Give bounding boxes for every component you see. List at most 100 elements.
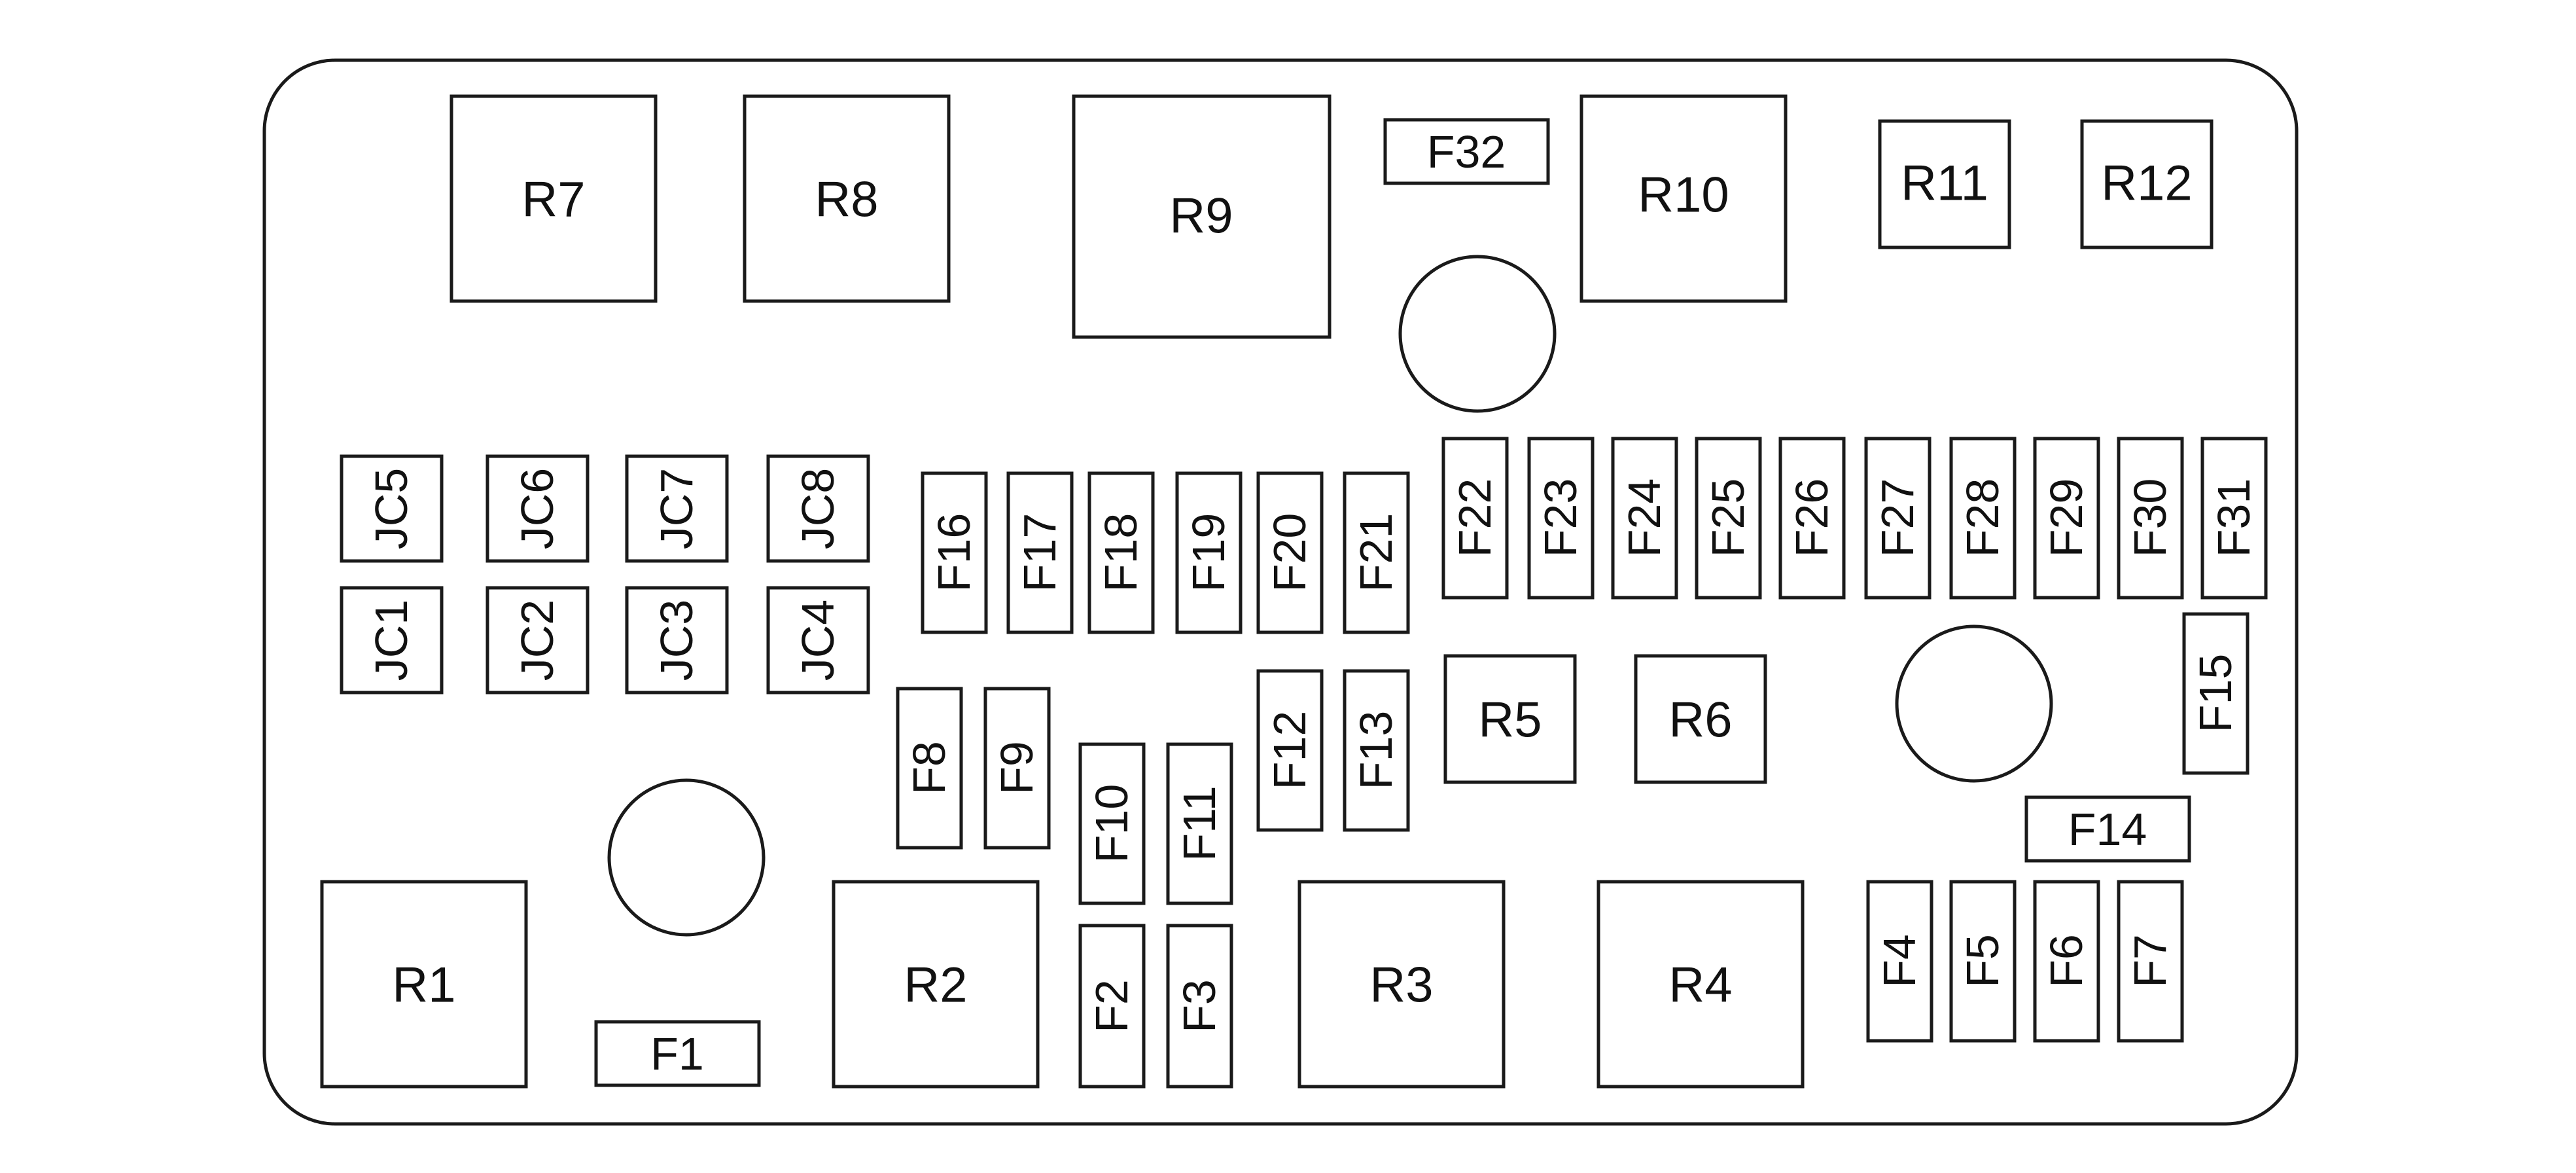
connector-label: JC4	[792, 600, 843, 681]
fuse-label: F16	[928, 513, 979, 592]
fuse-f28: F28	[1949, 437, 2017, 600]
fuse-label: F31	[2208, 478, 2259, 558]
fuse-label: F10	[1086, 784, 1137, 863]
connector-label: JC1	[366, 600, 417, 681]
relay-r8: R8	[743, 94, 951, 303]
fuse-f18: F18	[1087, 471, 1155, 634]
connector-label: JC8	[792, 468, 843, 549]
fuse-f7: F7	[2117, 880, 2184, 1043]
fuse-f27: F27	[1864, 437, 1932, 600]
fuse-f17: F17	[1006, 471, 1074, 634]
fuse-label: F19	[1183, 513, 1234, 592]
relay-r1: R1	[320, 880, 528, 1089]
fuse-f24: F24	[1611, 437, 1678, 600]
fuse-f21: F21	[1343, 471, 1410, 634]
fuse-f13: F13	[1343, 669, 1410, 832]
junction-connector-jc8: JC8	[766, 454, 870, 563]
fuse-label: F4	[1874, 934, 1925, 988]
connector-label: JC2	[512, 600, 563, 681]
fuse-f2: F2	[1078, 924, 1146, 1089]
fuse-label: F17	[1014, 513, 1065, 592]
fuse-label: F18	[1095, 513, 1146, 592]
connector-label: JC5	[366, 468, 417, 549]
connector-label: JC7	[651, 468, 702, 549]
fuse-label: F32	[1427, 126, 1506, 177]
relay-label: R7	[521, 172, 585, 228]
relay-r2: R2	[832, 880, 1040, 1089]
fuse-label: F21	[1350, 513, 1402, 592]
junction-connector-jc1: JC1	[340, 586, 444, 695]
junction-connector-jc4: JC4	[766, 586, 870, 695]
junction-connector-jc6: JC6	[485, 454, 590, 563]
fuse-label: F6	[2041, 934, 2092, 988]
fuse-f23: F23	[1527, 437, 1595, 600]
fuse-label: F13	[1350, 711, 1402, 790]
fuse-label: F3	[1174, 979, 1225, 1033]
relay-label: R10	[1638, 168, 1729, 223]
relay-label: R11	[1901, 156, 1988, 211]
relay-r6: R6	[1634, 654, 1767, 784]
fuse-f11: F11	[1166, 742, 1233, 905]
relay-r3: R3	[1297, 880, 1506, 1089]
junction-connector-jc5: JC5	[340, 454, 444, 563]
relay-label: R4	[1668, 958, 1732, 1013]
fuse-label: F23	[1535, 478, 1586, 558]
fuse-label: F5	[1957, 934, 2008, 988]
relay-r5: R5	[1443, 654, 1577, 784]
mounting-hole	[1895, 624, 2053, 783]
junction-connector-jc3: JC3	[625, 586, 729, 695]
relay-label: R3	[1369, 958, 1433, 1013]
fuse-f5: F5	[1949, 880, 2017, 1043]
relay-r12: R12	[2080, 119, 2214, 249]
fuse-f15: F15	[2182, 612, 2250, 775]
fuse-f20: F20	[1256, 471, 1324, 634]
fuse-label: F1	[650, 1028, 704, 1079]
relay-label: R9	[1169, 189, 1233, 244]
relay-r4: R4	[1597, 880, 1805, 1089]
relay-label: R6	[1668, 693, 1732, 748]
fuse-f30: F30	[2117, 437, 2184, 600]
fuse-label: F11	[1174, 785, 1225, 861]
fuse-label: F24	[1619, 478, 1670, 558]
fuse-label: F28	[1957, 478, 2008, 558]
fuse-label: F27	[1872, 478, 1923, 558]
fuse-label: F9	[991, 741, 1042, 795]
fuse-f4: F4	[1866, 880, 1933, 1043]
fuse-f29: F29	[2033, 437, 2100, 600]
fuse-f25: F25	[1695, 437, 1762, 600]
fuse-label: F7	[2125, 934, 2176, 988]
relay-label: R1	[392, 958, 455, 1013]
fuse-f1: F1	[594, 1020, 761, 1087]
junction-connector-jc7: JC7	[625, 454, 729, 563]
fuse-label: F22	[1449, 478, 1500, 558]
fuse-label: F15	[2190, 654, 2241, 733]
fuse-label: F14	[2068, 804, 2147, 855]
fuse-f6: F6	[2033, 880, 2100, 1043]
mounting-hole	[607, 778, 766, 937]
connector-label: JC6	[512, 468, 563, 549]
fuse-f22: F22	[1441, 437, 1509, 600]
fuse-label: F8	[904, 741, 955, 795]
fuse-f3: F3	[1166, 924, 1233, 1089]
fuse-label: F25	[1703, 478, 1754, 558]
relay-r11: R11	[1878, 119, 2011, 249]
fuse-label: F30	[2125, 478, 2176, 558]
relay-r7: R7	[450, 94, 658, 303]
relay-r9: R9	[1072, 94, 1332, 339]
fuse-f8: F8	[896, 687, 963, 850]
fuse-f12: F12	[1256, 669, 1324, 832]
relay-label: R8	[815, 172, 878, 228]
fuse-label: F2	[1086, 979, 1137, 1033]
fuse-f16: F16	[921, 471, 988, 634]
fuse-f14: F14	[2024, 795, 2191, 863]
fuse-label: F26	[1786, 478, 1837, 558]
fuse-label: F12	[1264, 711, 1315, 790]
fuse-f9: F9	[983, 687, 1051, 850]
fuse-f32: F32	[1383, 118, 1550, 185]
junction-connector-jc2: JC2	[485, 586, 590, 695]
fuse-f31: F31	[2200, 437, 2268, 600]
relay-label: R12	[2101, 156, 2192, 211]
relay-r10: R10	[1579, 94, 1788, 303]
fuse-f10: F10	[1078, 742, 1146, 905]
